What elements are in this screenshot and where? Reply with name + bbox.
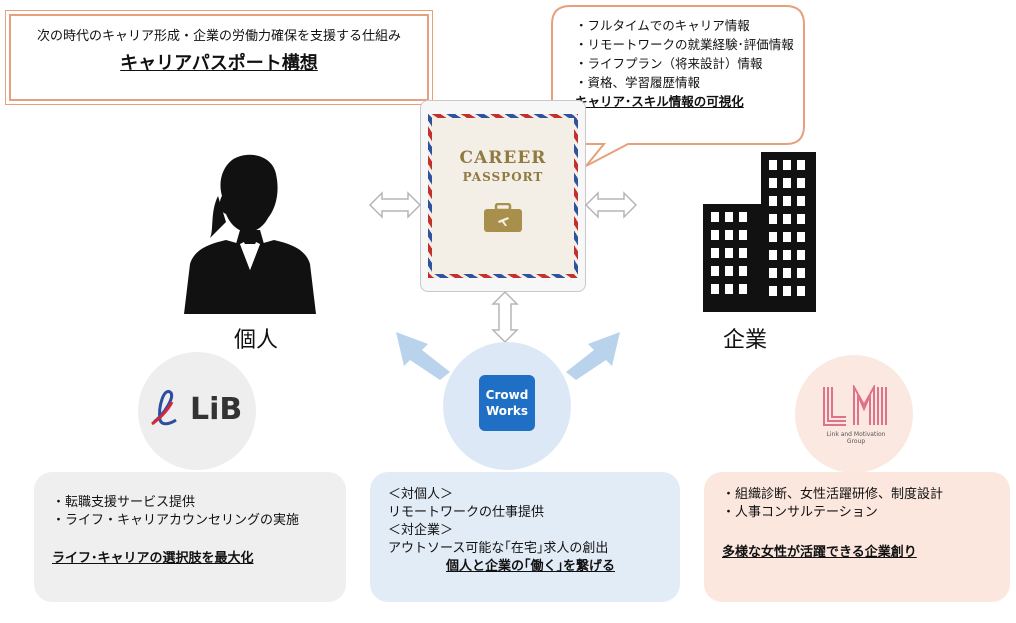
list-item: アウトソース可能な｢在宅｣求人の創出 bbox=[388, 541, 609, 556]
suitcase-icon bbox=[484, 203, 522, 232]
bubble-emphasis: キャリア･スキル情報の可視化 bbox=[575, 94, 744, 109]
crowdworks-service-box: ＜対個人＞ リモートワークの仕事提供 ＜対企業＞ アウトソース可能な｢在宅｣求人… bbox=[370, 472, 680, 602]
crowdworks-emphasis: 個人と企業の｢働く｣を繋げる bbox=[446, 559, 616, 574]
crowdworks-logo-line1: Crowd bbox=[485, 388, 529, 402]
title-subtitle: 次の時代のキャリア形成・企業の労働力確保を支援する仕組み bbox=[36, 29, 401, 44]
lm-logo-subtitle: Link and Motivation Group bbox=[826, 431, 886, 445]
building-icon bbox=[703, 152, 816, 312]
crowdworks-arrows-icon bbox=[396, 332, 620, 380]
list-item: ＜対個人＞ bbox=[388, 487, 454, 502]
career-passport: CAREER PASSPORT bbox=[428, 114, 578, 278]
double-arrow-right-icon bbox=[584, 191, 638, 219]
lib-emphasis: ライフ･キャリアの選択肢を最大化 bbox=[52, 551, 254, 566]
lib-logo-circle bbox=[138, 352, 256, 470]
double-arrow-left-icon bbox=[368, 191, 422, 219]
lm-emphasis: 多様な女性が活躍できる企業創り bbox=[722, 545, 917, 560]
list-item: ・組織診断、女性活躍研修、制度設計 bbox=[722, 487, 944, 502]
list-item: ＜対企業＞ bbox=[388, 523, 454, 538]
list-item: ・ライフ・キャリアカウンセリングの実施 bbox=[52, 513, 300, 528]
lib-logo-icon bbox=[151, 389, 177, 426]
list-item: ・人事コンサルテーション bbox=[722, 505, 878, 520]
lib-service-box: ・転職支援サービス提供 ・ライフ・キャリアカウンセリングの実施 ライフ･キャリア… bbox=[34, 472, 346, 602]
lm-service-box: ・組織診断、女性活躍研修、制度設計 ・人事コンサルテーション 多様な女性が活躍で… bbox=[704, 472, 1010, 602]
passport-line1: CAREER bbox=[459, 148, 547, 168]
company-label: 企業 bbox=[723, 328, 768, 353]
bubble-item: ・リモートワークの就業経験･評価情報 bbox=[575, 37, 794, 52]
crowdworks-logo-line2: Works bbox=[485, 404, 529, 418]
individual-label: 個人 bbox=[234, 328, 279, 353]
bubble-item: ・資格、学習履歴情報 bbox=[575, 75, 701, 90]
list-item: ・転職支援サービス提供 bbox=[52, 495, 196, 510]
bubble-item: ・フルタイムでのキャリア情報 bbox=[575, 18, 750, 33]
passport-line2: PASSPORT bbox=[462, 170, 544, 184]
speech-bubble bbox=[551, 5, 805, 167]
bubble-content: ・フルタイムでのキャリア情報 ・リモートワークの就業経験･評価情報 ・ライフプラ… bbox=[575, 16, 795, 111]
person-icon bbox=[184, 154, 316, 314]
list-item: リモートワークの仕事提供 bbox=[388, 505, 545, 520]
bubble-item: ・ライフプラン（将来設計）情報 bbox=[575, 56, 763, 71]
lib-logo-text: LiB bbox=[190, 392, 243, 427]
crowdworks-logo: Crowd Works bbox=[479, 375, 535, 431]
title-heading: キャリアパスポート構想 bbox=[120, 53, 318, 74]
lm-logo-icon bbox=[823, 385, 887, 426]
title-box: 次の時代のキャリア形成・企業の労働力確保を支援する仕組み キャリアパスポート構想 bbox=[5, 10, 433, 105]
